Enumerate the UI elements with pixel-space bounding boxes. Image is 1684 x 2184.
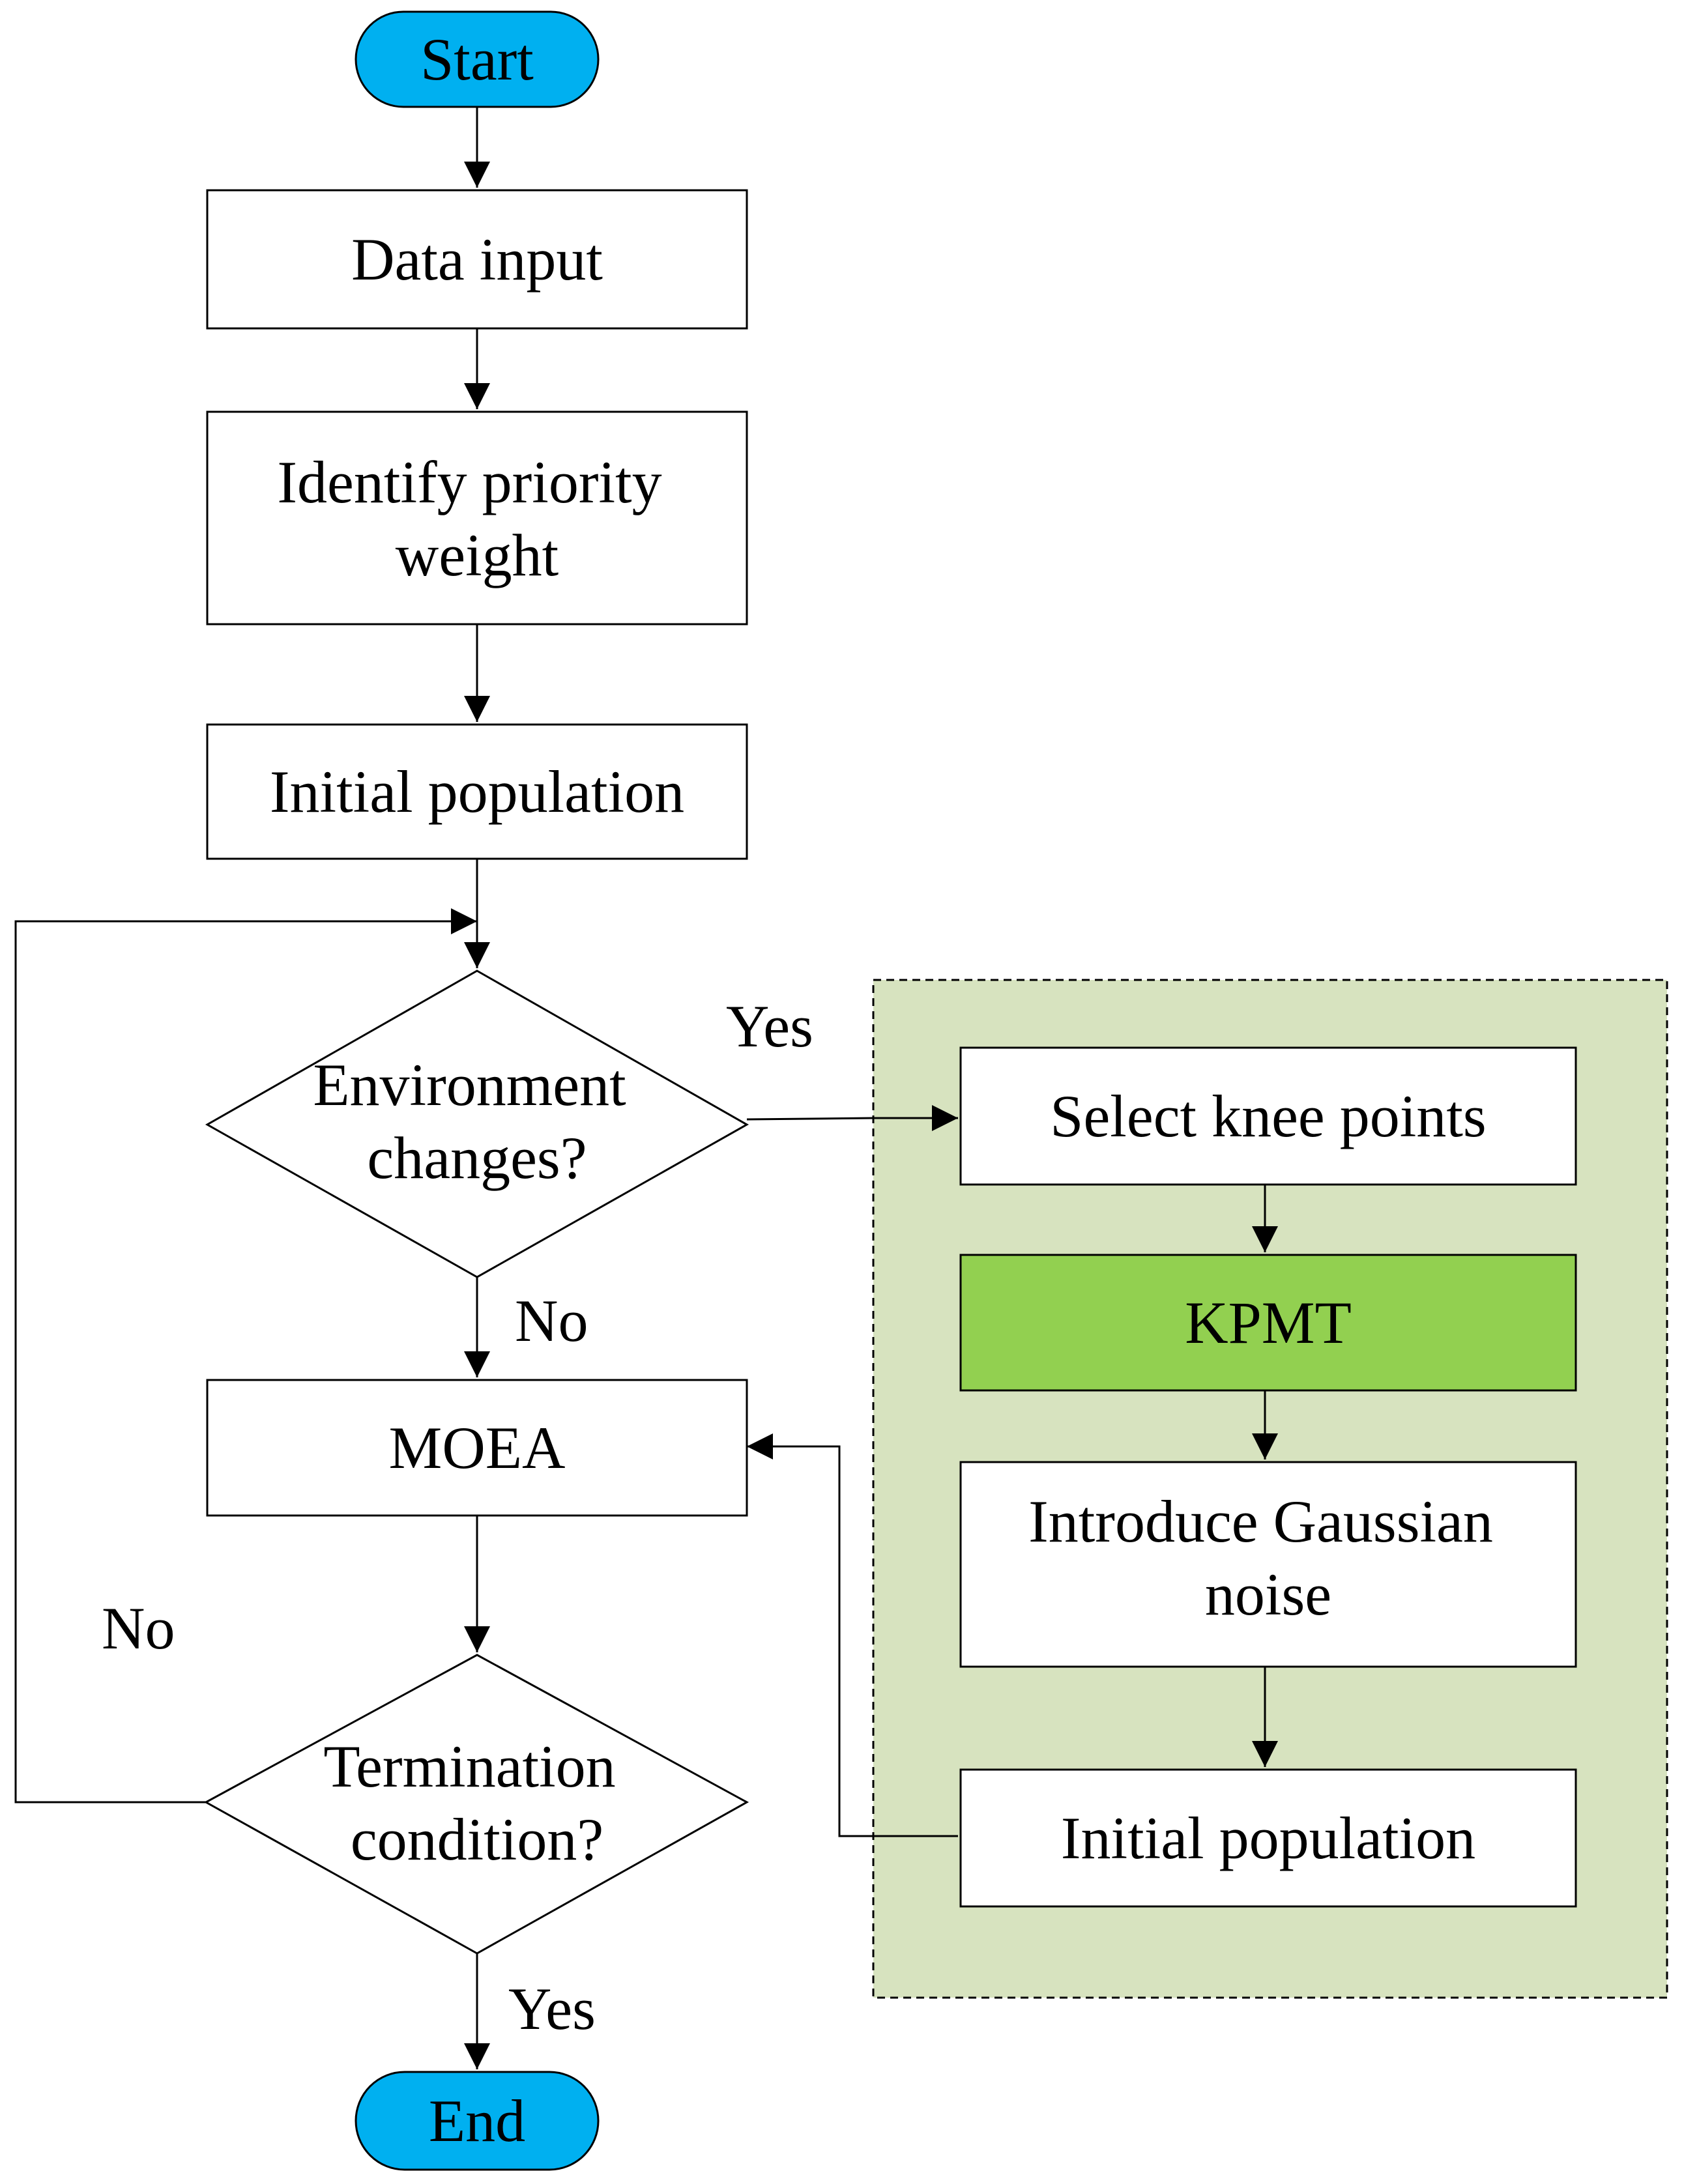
- select-knee-points-node: Select knee points: [959, 1046, 1577, 1186]
- environment-changes-line-2: changes?: [367, 1125, 587, 1191]
- priority-weight-line-1: Identify priority: [277, 449, 661, 515]
- env-no-label: No: [515, 1287, 588, 1354]
- priority-weight-box: [206, 410, 748, 625]
- moea-label: MOEA: [389, 1415, 566, 1481]
- edge-branch-return-to-moea: [747, 1433, 958, 1837]
- initial-population-main-label: Initial population: [270, 758, 684, 825]
- end-terminal: [355, 2071, 600, 2171]
- env-yes-label: Yes: [726, 993, 813, 1059]
- term-no-label: No: [102, 1595, 175, 1661]
- term-yes-label: Yes: [508, 1976, 596, 2042]
- start-label: Start: [420, 26, 534, 93]
- gaussian-noise-line-1: Introduce Gaussian: [1028, 1488, 1493, 1555]
- environment-changes-diamond: [205, 970, 749, 1278]
- priority-weight-label: Identify priority weight: [277, 449, 676, 588]
- initial-population-branch-label: Initial population: [1061, 1805, 1475, 1871]
- initial-population-main-node: Initial population: [206, 723, 748, 860]
- moea-node: MOEA: [206, 1379, 748, 1517]
- priority-weight-node: Identify priority weight: [206, 410, 748, 625]
- gaussian-noise-node: Introduce Gaussian noise: [959, 1461, 1577, 1668]
- gaussian-noise-label: Introduce Gaussian noise: [1028, 1488, 1508, 1628]
- initial-population-main-box: [206, 723, 748, 860]
- data-input-node: Data input: [206, 189, 748, 330]
- end-node: End: [355, 2071, 600, 2171]
- environment-changes-line-1: Environment: [313, 1052, 626, 1118]
- kpmt-label: KPMT: [1185, 1289, 1352, 1356]
- select-knee-points-label: Select knee points: [1050, 1083, 1486, 1149]
- termination-line-2: condition?: [351, 1806, 603, 1873]
- start-node: Start: [355, 10, 600, 108]
- select-knee-points-box: [959, 1046, 1577, 1186]
- data-input-box: [206, 189, 748, 330]
- data-input-label: Data input: [351, 226, 603, 293]
- priority-weight-line-2: weight: [396, 522, 559, 588]
- kpmt-node: KPMT: [959, 1254, 1577, 1392]
- start-terminal: [355, 10, 600, 108]
- edges: [14, 107, 1278, 2069]
- gaussian-noise-line-2: noise: [1205, 1561, 1331, 1628]
- moea-box: [206, 1379, 748, 1517]
- termination-label: Termination condition?: [323, 1733, 630, 1873]
- environment-changes-label: Environment changes?: [313, 1052, 641, 1191]
- initial-population-branch-node: Initial population: [959, 1768, 1577, 1908]
- edge-termination-no-loop: [14, 908, 477, 1803]
- kpmt-box: [959, 1254, 1577, 1392]
- termination-node: Termination condition?: [203, 1654, 749, 1955]
- termination-diamond: [203, 1654, 749, 1955]
- termination-line-1: Termination: [323, 1733, 615, 1800]
- edge-decision-yes-to-select-knee: [746, 1105, 958, 1131]
- environment-changes-node: Environment changes?: [205, 970, 749, 1278]
- end-label: End: [429, 2088, 525, 2154]
- initial-population-branch-box: [959, 1768, 1577, 1908]
- gaussian-noise-box: [959, 1461, 1577, 1668]
